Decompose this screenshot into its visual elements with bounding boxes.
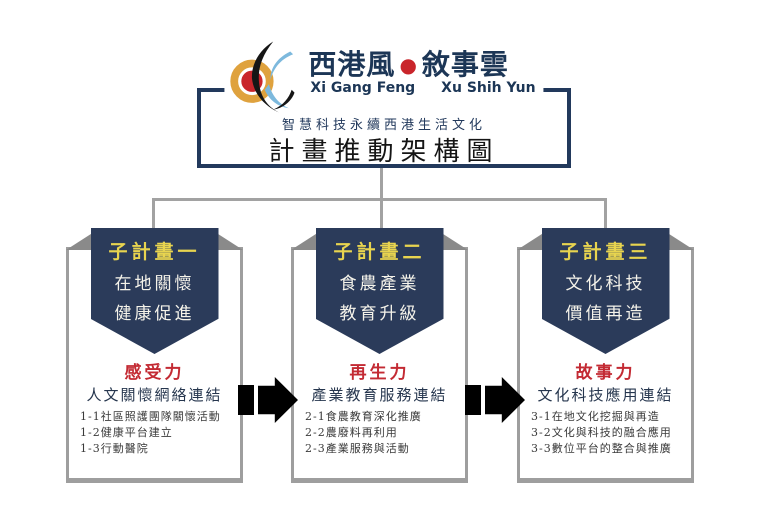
list-item: 3-3數位平台的整合與推廣 xyxy=(531,442,672,455)
subplan-theme-line2: 健康促進 xyxy=(114,304,195,324)
brand-en-right: Xu Shih Yun xyxy=(441,80,536,96)
brand-en-left: Xi Gang Feng xyxy=(310,80,416,96)
subplan-banner-2: 子計畫二 食農產業 教育升級 xyxy=(315,228,444,354)
subplan-banner-1: 子計畫一 在地關懷 健康促進 xyxy=(90,228,219,354)
subplan-card-3: 子計畫三 文化科技 價值再造 故事力 文化科技應用連結 3-1在地文化挖掘與再造… xyxy=(517,228,694,483)
header-subtitle: 智慧科技永續西港生活文化 xyxy=(281,118,486,133)
fold-corner-left xyxy=(517,232,545,250)
list-item: 3-1在地文化挖掘與再造 xyxy=(531,410,660,423)
subplan-card-2: 子計畫二 食農產業 教育升級 再生力 產業教育服務連結 2-1食農教育深化推廣 … xyxy=(291,228,468,483)
subplan-theme-line1: 文化科技 xyxy=(565,274,646,294)
logo: 西港風 ● 敘事雲 Xi Gang Feng Xu Shih Yun xyxy=(224,40,544,114)
header-box: 西港風 ● 敘事雲 Xi Gang Feng Xu Shih Yun 智慧科技永… xyxy=(197,40,571,168)
brand-name-en: Xi Gang Feng Xu Shih Yun xyxy=(308,80,535,96)
subplan-banner-3: 子計畫三 文化科技 價值再造 xyxy=(541,228,670,354)
flow-arrow-1 xyxy=(238,377,298,423)
fold-corner-right xyxy=(666,232,694,250)
subplan-item-list: 2-1食農教育深化推廣 2-2農廢料再利用 2-3產業服務與活動 xyxy=(305,409,422,457)
subplan-theme-line2: 價值再造 xyxy=(565,304,646,324)
connector-horizontal-bar xyxy=(152,198,607,201)
power-label: 感受力 xyxy=(124,363,185,383)
flow-arrow-2 xyxy=(465,377,525,423)
arrow-right-icon xyxy=(485,377,525,423)
subplan-title: 子計畫一 xyxy=(108,241,201,263)
list-item: 2-1食農教育深化推廣 xyxy=(305,410,422,423)
subplan-heading: 產業教育服務連結 xyxy=(311,386,448,404)
connector-vertical-top xyxy=(380,167,383,201)
connector-vertical-right xyxy=(604,198,607,230)
subplan-card-1: 子計畫一 在地關懷 健康促進 感受力 人文關懷網絡連結 1-1社區照護團隊關懷活… xyxy=(66,228,243,483)
subplan-title: 子計畫三 xyxy=(559,241,652,263)
subplan-title: 子計畫二 xyxy=(333,241,426,263)
list-item: 2-2農廢料再利用 xyxy=(305,426,398,439)
list-item: 2-3產業服務與活動 xyxy=(305,442,410,455)
brand-dot: ● xyxy=(399,53,418,77)
power-label: 故事力 xyxy=(575,363,636,383)
subplan-theme-line1: 在地關懷 xyxy=(114,274,195,294)
brand-text: 西港風 ● 敘事雲 Xi Gang Feng Xu Shih Yun xyxy=(308,40,535,97)
subplan-item-list: 3-1在地文化挖掘與再造 3-2文化與科技的融合應用 3-3數位平台的整合與推廣 xyxy=(531,409,672,457)
arrow-right-icon xyxy=(258,377,298,423)
subplan-heading: 人文關懷網絡連結 xyxy=(86,386,223,404)
subplan-theme-line2: 教育升級 xyxy=(339,304,420,324)
list-item: 1-2健康平台建立 xyxy=(80,426,173,439)
brand-zh-left: 西港風 xyxy=(308,48,396,81)
power-label: 再生力 xyxy=(349,363,410,383)
subplan-theme-line1: 食農產業 xyxy=(339,274,420,294)
list-item: 1-1社區照護團隊關懷活動 xyxy=(80,410,221,423)
brand-name-zh: 西港風 ● 敘事雲 xyxy=(308,50,535,80)
subplan-heading: 文化科技應用連結 xyxy=(537,386,674,404)
list-item: 3-2文化與科技的融合應用 xyxy=(531,426,672,439)
arrow-dash-icon xyxy=(465,385,481,415)
arrow-dash-icon xyxy=(238,385,254,415)
brand-zh-right: 敘事雲 xyxy=(421,48,509,81)
subplan-item-list: 1-1社區照護團隊關懷活動 1-2健康平台建立 1-3行動醫院 xyxy=(80,409,221,457)
list-item: 1-3行動醫院 xyxy=(80,442,149,455)
logo-mark-icon xyxy=(230,41,295,113)
fold-corner-left xyxy=(66,232,94,250)
fold-corner-right xyxy=(440,232,468,250)
connector-vertical-middle xyxy=(380,198,383,230)
page-title: 計畫推動架構圖 xyxy=(268,137,500,167)
fold-corner-left xyxy=(291,232,319,250)
fold-corner-right xyxy=(215,232,243,250)
connector-vertical-left xyxy=(152,198,155,230)
